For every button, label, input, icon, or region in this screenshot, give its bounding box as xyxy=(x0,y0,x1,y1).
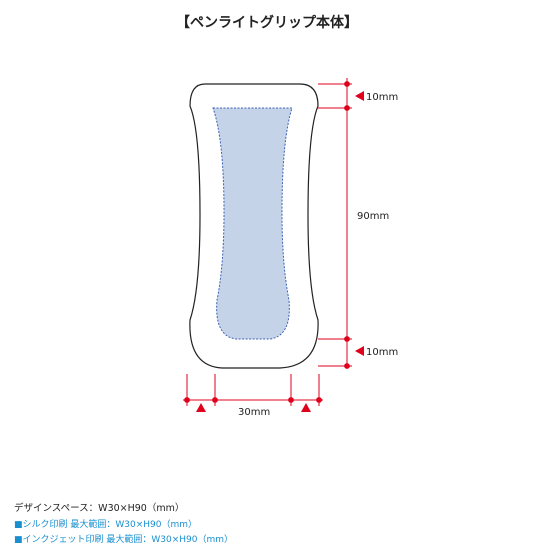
label-top-margin: 10mm xyxy=(366,92,398,103)
spec-silk-print: ■シルク印刷 最大範囲：W30×H90（mm） xyxy=(14,520,198,530)
design-area xyxy=(212,107,293,340)
arrow-top-margin-icon xyxy=(355,91,364,101)
vertical-dimension xyxy=(318,78,364,369)
label-bottom-margin: 10mm xyxy=(366,347,398,358)
spec-inkjet-print: ■インクジェット印刷 最大範囲：W30×H90（mm） xyxy=(14,535,234,545)
horizontal-dimension xyxy=(183,374,323,412)
page-title: 【ペンライトグリップ本体】 xyxy=(176,15,358,31)
label-height: 90mm xyxy=(357,211,389,222)
arrow-bottom-margin-icon xyxy=(355,346,364,356)
spec-design-space: デザインスペース：W30×H90（mm） xyxy=(14,503,185,514)
label-width: 30mm xyxy=(238,407,270,418)
arrow-right-margin-icon xyxy=(301,403,311,412)
arrow-left-margin-icon xyxy=(196,403,206,412)
